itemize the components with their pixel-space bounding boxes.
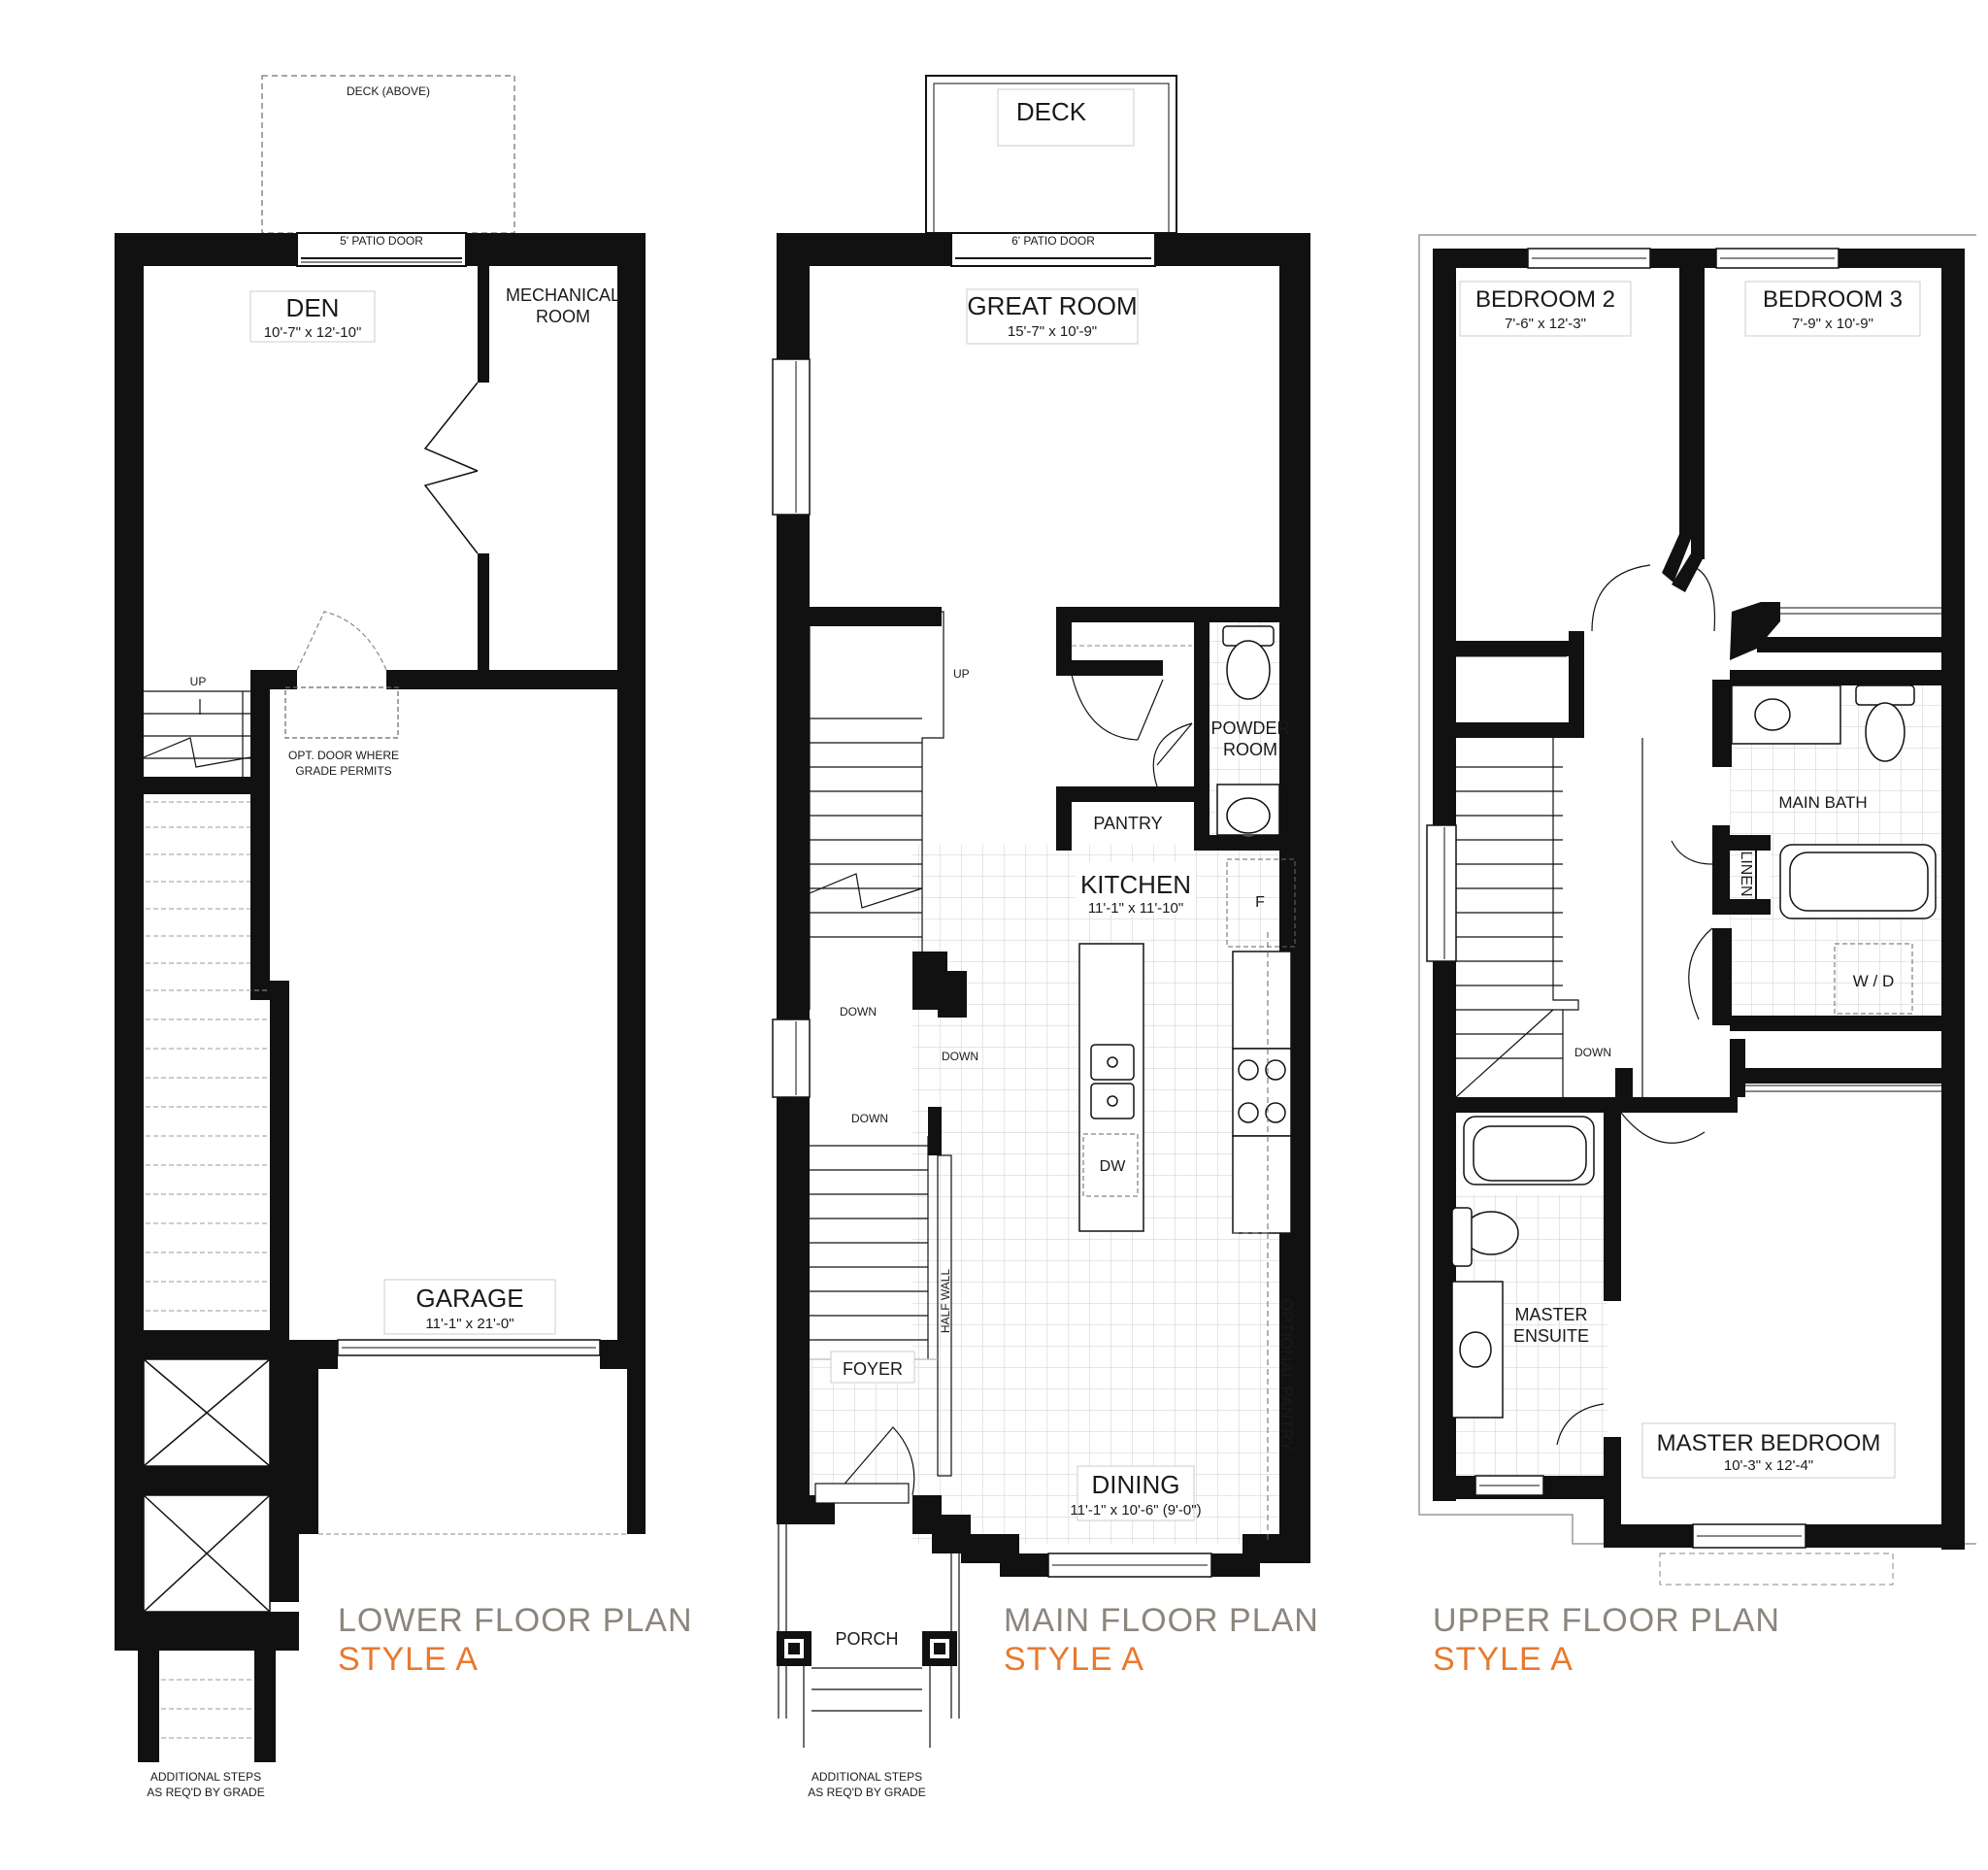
great-room-dimensions: 15'-7" x 10'-9": [1008, 323, 1097, 340]
lower-floor-plan: DECK (ABOVE) 5' PATIO DOOR DEN 10'-7" x …: [115, 75, 693, 1799]
deck-above-outline: [261, 75, 515, 234]
powder-room-label: ROOM: [1223, 740, 1277, 759]
bedroom-2-label: BEDROOM 2: [1475, 286, 1615, 313]
optional-pantry-label: OPTIONAL PANTRY: [1277, 1298, 1296, 1451]
up-label: UP: [190, 675, 207, 688]
lower-plan-style: STYLE A: [338, 1641, 479, 1678]
down-label-1: DOWN: [840, 1005, 877, 1018]
mechanical-label: MECHANICAL: [506, 285, 620, 305]
kitchen-label: KITCHEN: [1080, 870, 1191, 899]
down-label-3: DOWN: [851, 1112, 888, 1125]
upper-walls: [1433, 249, 1965, 1550]
deck-above-label: DECK (ABOVE): [347, 84, 430, 98]
additional-steps-label: ADDITIONAL STEPS: [150, 1770, 261, 1784]
main-plan-title: MAIN FLOOR PLAN: [1004, 1602, 1319, 1639]
main-plan-style: STYLE A: [1004, 1641, 1144, 1678]
pantry-label: PANTRY: [1093, 814, 1162, 833]
grade-permits-label: GRADE PERMITS: [295, 764, 391, 778]
main-up-label: UP: [953, 667, 970, 681]
main-patio-door-label: 6' PATIO DOOR: [1011, 234, 1095, 248]
upper-floor-plan: BEDROOM 2 7'-6" x 12'-3" BEDROOM 3 7'-9"…: [1418, 234, 1976, 1678]
bedroom-3-label: BEDROOM 3: [1763, 286, 1903, 313]
garage-label: GARAGE: [415, 1284, 523, 1313]
upper-plan-style: STYLE A: [1433, 1641, 1574, 1678]
foyer-label: FOYER: [843, 1359, 903, 1379]
washer-dryer-label: W / D: [1853, 972, 1895, 990]
den-label: DEN: [286, 293, 340, 322]
garage-dimensions: 11'-1" x 21'-0": [425, 1316, 514, 1332]
half-wall-label: HALF WALL: [939, 1269, 952, 1334]
dining-label: DINING: [1092, 1470, 1180, 1499]
opt-door-label: OPT. DOOR WHERE: [288, 749, 399, 762]
lower-walls: [115, 233, 646, 1762]
master-label: MASTER: [1514, 1305, 1587, 1324]
main-as-reqd-label: AS REQ'D BY GRADE: [808, 1786, 925, 1799]
bedroom-2-dimensions: 7'-6" x 12'-3": [1505, 316, 1586, 332]
main-additional-steps-label: ADDITIONAL STEPS: [812, 1770, 922, 1784]
great-room-label: GREAT ROOM: [967, 291, 1137, 320]
upper-down-label: DOWN: [1574, 1046, 1611, 1059]
ensuite-label: ENSUITE: [1513, 1326, 1589, 1346]
dishwasher-label: DW: [1100, 1158, 1127, 1175]
powder-label: POWDER: [1211, 718, 1290, 738]
down-label-2: DOWN: [942, 1050, 978, 1063]
kitchen-dimensions: 11'-1" x 11'-10": [1088, 900, 1183, 917]
patio-door-label: 5' PATIO DOOR: [340, 234, 423, 248]
main-bath-label: MAIN BATH: [1778, 793, 1867, 812]
mechanical-room-label: ROOM: [536, 307, 590, 326]
main-floor-plan: DECK 6' PATIO DOOR GREAT ROOM 15'-7" x 1…: [772, 75, 1319, 1799]
upper-plan-title: UPPER FLOOR PLAN: [1433, 1602, 1780, 1639]
porch-label: PORCH: [835, 1629, 898, 1649]
fridge-label: F: [1255, 894, 1265, 911]
dining-dimensions: 11'-1" x 10'-6" (9'-0"): [1070, 1502, 1201, 1519]
main-walls: [777, 233, 1310, 1666]
linen-label: LINEN: [1738, 851, 1754, 896]
as-reqd-label: AS REQ'D BY GRADE: [147, 1786, 264, 1799]
deck-label: DECK: [1016, 97, 1087, 126]
master-bedroom-dimensions: 10'-3" x 12'-4": [1724, 1457, 1813, 1474]
den-dimensions: 10'-7" x 12'-10": [264, 324, 362, 341]
master-bedroom-label: MASTER BEDROOM: [1657, 1430, 1881, 1456]
bedroom-3-dimensions: 7'-9" x 10'-9": [1792, 316, 1873, 332]
lower-plan-title: LOWER FLOOR PLAN: [338, 1602, 693, 1639]
